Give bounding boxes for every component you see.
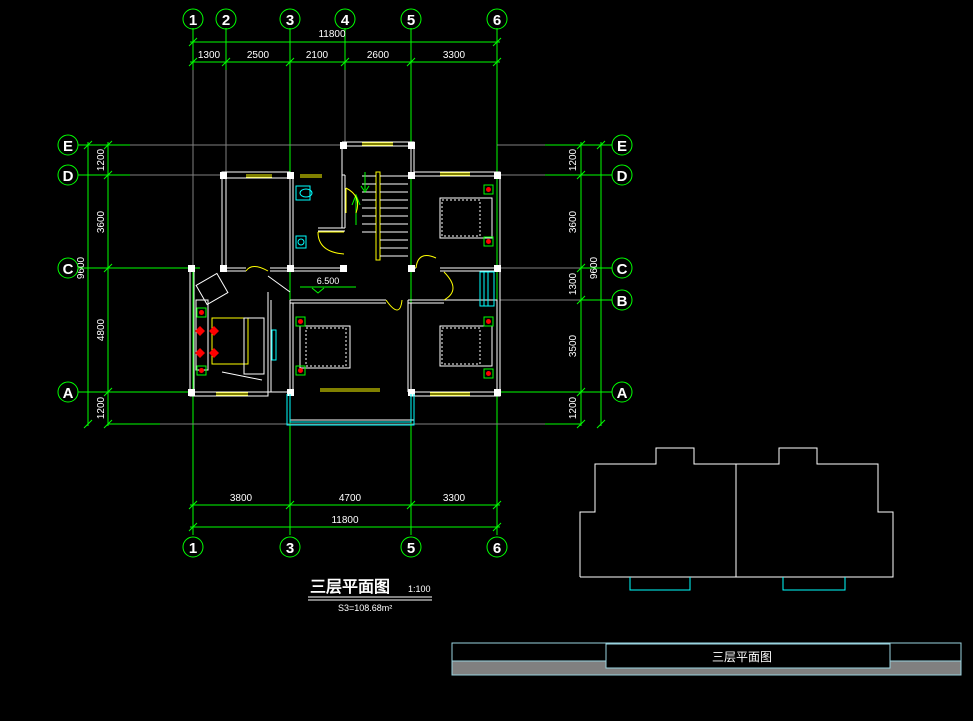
fixtures: 6.500 — [195, 184, 494, 381]
axis-label-top-3: 3 — [286, 12, 294, 29]
bottom-dim-2: 4700 — [339, 493, 362, 504]
top-dim-2: 2500 — [247, 50, 270, 61]
top-dim-3: 2100 — [306, 50, 329, 61]
top-dim-1: 1300 — [198, 50, 221, 61]
axis-label-bottom-1: 1 — [189, 540, 197, 557]
top-total-dim: 11800 — [318, 29, 346, 40]
axis-label-top-4: 4 — [341, 12, 350, 29]
axis-label-bottom-3: 3 — [286, 540, 294, 557]
key-plan — [579, 447, 894, 591]
left-dim-2: 3600 — [96, 210, 107, 233]
axis-label-bottom-5: 5 — [407, 540, 415, 557]
axis-label-top-5: 5 — [407, 12, 415, 29]
axis-bubbles-top: 1 2 3 4 5 6 — [182, 8, 508, 30]
axis-label-left-D: D — [63, 168, 74, 185]
bottom-total-dim: 11800 — [331, 515, 359, 526]
axis-label-right-C: C — [617, 261, 628, 278]
axis-bubbles-bottom: 1 3 5 6 — [182, 536, 508, 558]
right-dim-1: 1200 — [568, 148, 579, 171]
elevation-label: 6.500 — [317, 276, 340, 286]
drawing-title-block: 三层平面图 1:100 S3=108.68m² — [308, 577, 432, 613]
axis-label-top-1: 1 — [189, 12, 197, 29]
top-dim-5: 3300 — [443, 50, 466, 61]
axis-label-right-E: E — [617, 138, 627, 155]
windows — [216, 142, 495, 426]
axis-bubbles-left: E D C A — [57, 134, 79, 403]
doors — [245, 187, 454, 311]
dimension-lines — [83, 37, 606, 532]
axis-label-right-B: B — [617, 293, 628, 310]
top-dim-4: 2600 — [367, 50, 390, 61]
axis-grid — [78, 28, 612, 535]
title-bar-label: 三层平面图 — [712, 650, 772, 664]
right-dim-2: 3600 — [568, 210, 579, 233]
floor-plan-walls — [188, 141, 501, 421]
bottom-dimension-text: 3800 4700 3300 11800 — [230, 493, 466, 526]
title-bar: 三层平面图 — [451, 642, 962, 676]
left-dimension-text: 1200 3600 4800 1200 9600 — [76, 148, 107, 419]
right-dim-4: 3500 — [568, 334, 579, 357]
axis-label-right-D: D — [617, 168, 628, 185]
drawing-scale: 1:100 — [408, 584, 431, 594]
bottom-dim-1: 3800 — [230, 493, 253, 504]
bottom-dim-3: 3300 — [443, 493, 466, 504]
axis-label-left-C: C — [63, 261, 74, 278]
drawing-area: S3=108.68m² — [338, 603, 392, 613]
axis-label-top-2: 2 — [222, 12, 230, 29]
axis-label-bottom-6: 6 — [493, 540, 501, 557]
right-dim-5: 1200 — [568, 396, 579, 419]
axis-bubbles-right: E D C B A — [611, 134, 633, 403]
drawing-title: 三层平面图 — [310, 577, 390, 596]
left-dim-3: 4800 — [96, 318, 107, 341]
right-dimension-text: 1200 3600 1300 3500 1200 9600 — [568, 148, 600, 419]
right-total-dim: 9600 — [589, 256, 600, 279]
stair — [351, 171, 408, 261]
axis-label-right-A: A — [617, 385, 628, 402]
top-dimension-text: 11800 1300 2500 2100 2600 3300 — [198, 29, 466, 61]
right-dim-3: 1300 — [568, 272, 579, 295]
axis-label-left-A: A — [63, 385, 74, 402]
axis-label-left-E: E — [63, 138, 73, 155]
left-dim-4: 1200 — [96, 396, 107, 419]
left-dim-1: 1200 — [96, 148, 107, 171]
left-total-dim: 9600 — [76, 256, 87, 279]
axis-label-top-6: 6 — [493, 12, 501, 29]
